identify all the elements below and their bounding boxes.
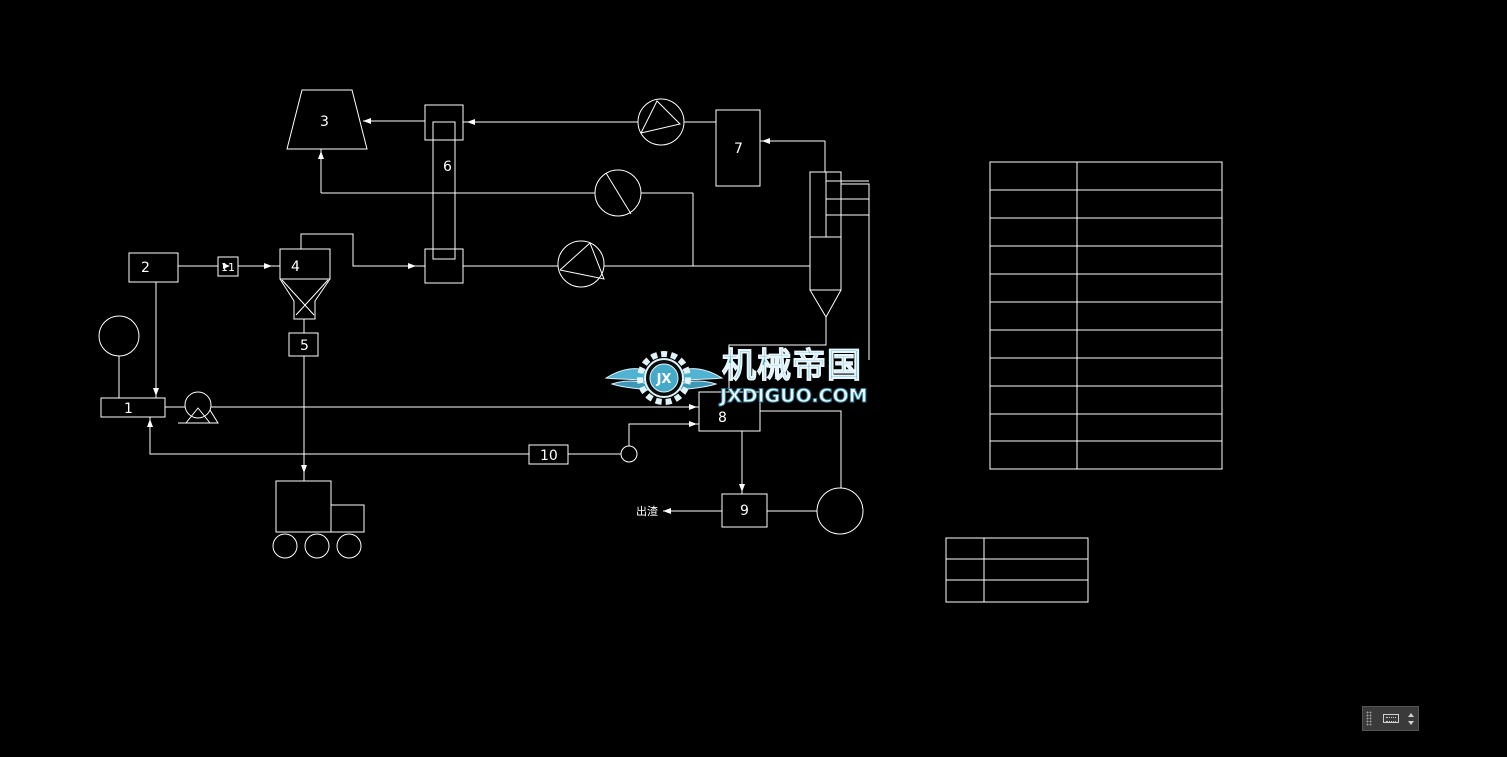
unit-1-label: 1: [124, 401, 133, 417]
unit-2-box[interactable]: [128, 252, 179, 283]
unit-3-hopper[interactable]: [286, 89, 368, 150]
unit-3-label: 3: [320, 114, 329, 130]
fan-top[interactable]: [637, 98, 685, 146]
unit-4-label: 4: [291, 259, 300, 275]
unit-7-box[interactable]: [715, 109, 761, 187]
pump-left[interactable]: [178, 391, 219, 424]
legend-table: [989, 161, 1223, 470]
unit-5-label: 5: [300, 338, 309, 354]
unit-10-label: 10: [540, 448, 558, 464]
unit-4-separator[interactable]: [279, 248, 331, 320]
flow-arrows: [147, 118, 770, 514]
unit-8-label: 8: [718, 410, 727, 426]
unit-9-label: 9: [740, 503, 749, 519]
keyboard-icon: [1383, 714, 1399, 723]
fan-lower[interactable]: [557, 240, 605, 288]
storage-tank-left[interactable]: [98, 315, 140, 357]
scrubber-tower[interactable]: [809, 171, 869, 319]
truck[interactable]: [272, 480, 365, 559]
logo-text-cn: 机械帝国: [722, 346, 862, 386]
pipelines: [118, 120, 870, 512]
watermark-logo: JX 机械帝国 JXDIGUO.COM: [604, 344, 902, 410]
title-block: [945, 537, 1089, 603]
logo-text-en: JXDIGUO.COM: [720, 385, 869, 408]
gear-wings-icon: JX: [604, 351, 724, 405]
chevron-updown-icon[interactable]: [1407, 710, 1415, 728]
grip-handle-icon[interactable]: [1366, 711, 1372, 726]
unit-6-exchanger[interactable]: [424, 104, 464, 284]
logo-badge: JX: [656, 372, 672, 387]
small-pump[interactable]: [620, 445, 638, 463]
unit-7-label: 7: [734, 141, 743, 157]
unit-2-label: 2: [141, 260, 150, 276]
fan-middle[interactable]: [594, 169, 642, 217]
command-line-toggle[interactable]: [1362, 706, 1419, 731]
outlet-label: 出渣: [636, 504, 658, 518]
unit-6-label: 6: [443, 159, 452, 175]
unit-1-box[interactable]: [100, 397, 166, 418]
storage-tank-right[interactable]: [816, 487, 864, 535]
